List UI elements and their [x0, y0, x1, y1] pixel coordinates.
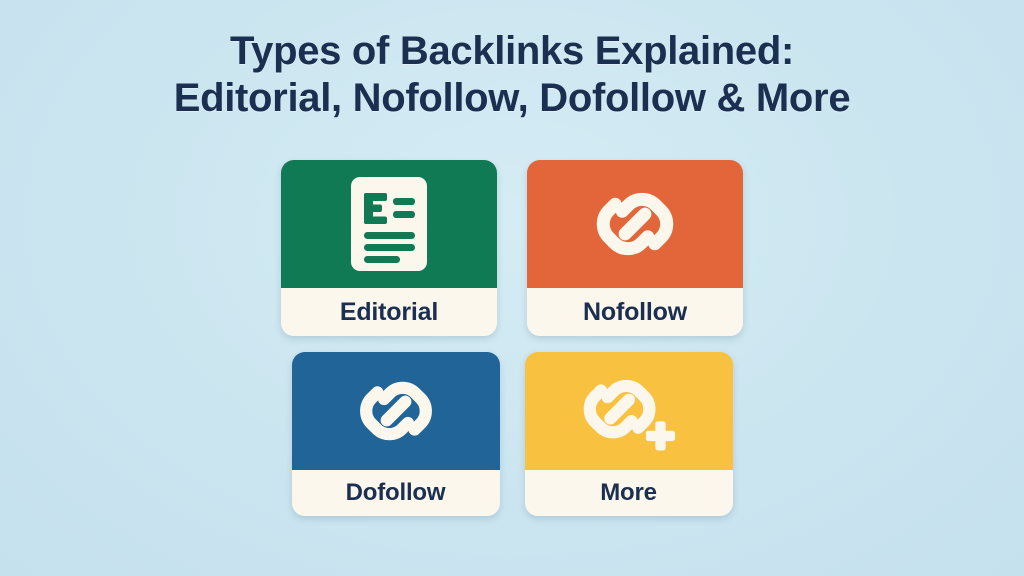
- chain-link-icon: [349, 364, 443, 458]
- card-dofollow-artwork: [291, 352, 500, 470]
- chain-link-plus-icon: [576, 364, 682, 458]
- card-editorial[interactable]: Editorial: [281, 160, 497, 336]
- card-editorial-artwork: [281, 160, 497, 288]
- page-title: Types of Backlinks Explained: Editorial,…: [0, 28, 1024, 122]
- card-nofollow-artwork: [527, 160, 743, 288]
- card-dofollow-label: Dofollow: [291, 470, 500, 516]
- card-row-bottom: Dofollow: [0, 352, 1024, 516]
- card-more-artwork: [524, 352, 733, 470]
- title-line-secondary: Editorial, Nofollow, Dofollow & More: [173, 76, 851, 121]
- card-more-label: More: [524, 470, 733, 516]
- card-row-top: Editorial Nofollow: [0, 160, 1024, 336]
- chain-link-icon: [585, 174, 685, 274]
- card-nofollow-label: Nofollow: [527, 288, 743, 336]
- title-line-primary: Types of Backlinks Explained:: [229, 29, 795, 73]
- card-more[interactable]: More: [524, 352, 733, 516]
- backlink-type-card-grid: Editorial Nofollow: [0, 160, 1024, 516]
- card-editorial-label: Editorial: [281, 288, 497, 336]
- card-dofollow[interactable]: Dofollow: [291, 352, 500, 516]
- card-nofollow[interactable]: Nofollow: [527, 160, 743, 336]
- plus-glyph: [645, 421, 675, 451]
- document-article-icon: [351, 177, 427, 271]
